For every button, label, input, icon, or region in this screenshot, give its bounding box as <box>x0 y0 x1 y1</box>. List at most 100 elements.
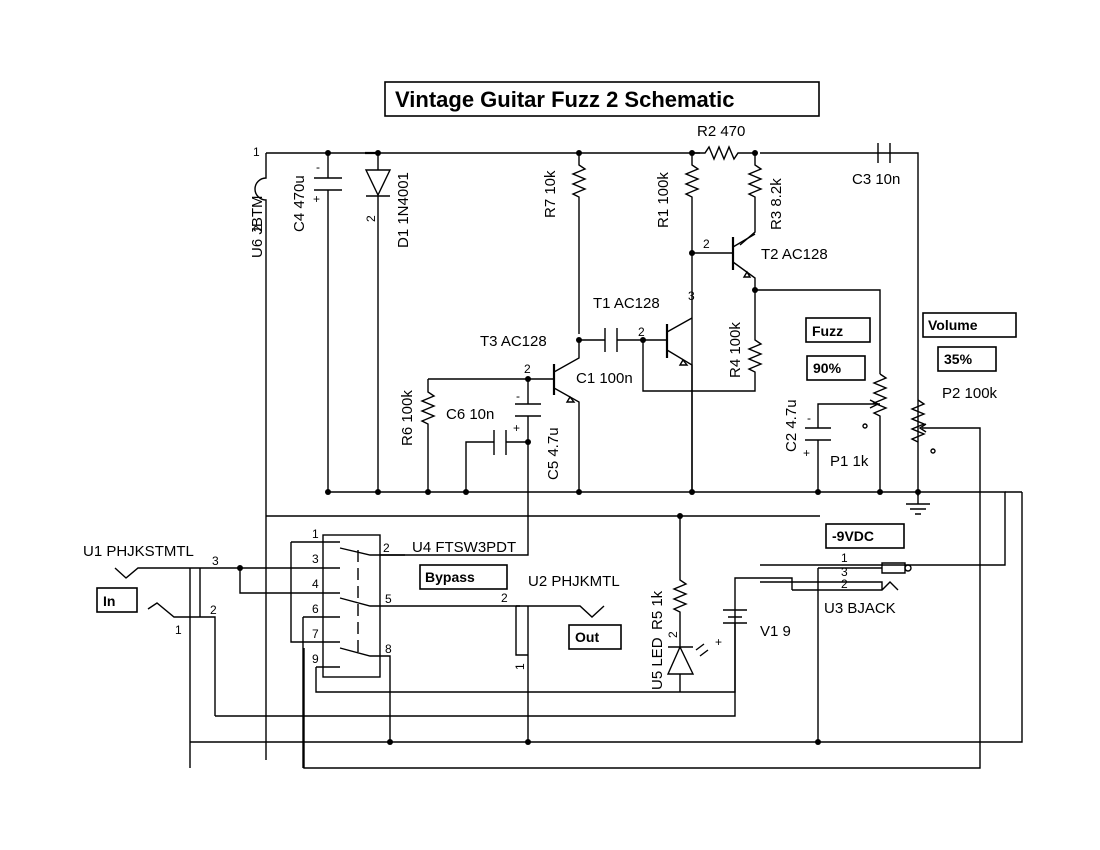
c3-label: C3 10n <box>852 171 900 188</box>
r7-label: R7 10k <box>542 170 559 218</box>
bypass-text: Bypass <box>425 569 475 585</box>
out-tag: Out <box>568 624 622 650</box>
r4-resistor: R4 100k <box>642 290 763 392</box>
v1-battery: + V1 9 <box>215 577 793 717</box>
u3-dc-jack[interactable]: 1 3 2 U3 BJACK <box>760 551 912 742</box>
c5-label: C5 4.7u <box>545 427 562 480</box>
pin-label: 3 <box>312 552 319 566</box>
in-text: In <box>103 593 115 609</box>
r7-resistor: R7 10k <box>542 150 587 334</box>
u3-barrel <box>818 562 906 574</box>
volume-text: Volume <box>928 317 978 333</box>
c1-symbol <box>579 328 643 352</box>
c6-capacitor: C6 10n <box>446 406 528 492</box>
v1-label: V1 9 <box>760 623 791 640</box>
r2-symbol <box>692 145 755 161</box>
c4-symbol <box>314 153 342 492</box>
volume-tag: Volume <box>922 312 1017 338</box>
t1-symbol <box>666 317 693 492</box>
c4-label: C4 470u <box>291 175 308 232</box>
led-light-icon <box>695 643 709 657</box>
u6-jbtm: 1 2 U6 JBTM <box>249 145 267 760</box>
fuzz-tag: Fuzz <box>805 317 871 343</box>
out-text: Out <box>575 629 599 645</box>
pin-label: 2 <box>524 362 531 376</box>
u4-footswitch[interactable]: U4 FTSW3PDT 1 2 3 4 5 6 7 8 9 <box>239 527 736 768</box>
p2-wiper[interactable] <box>918 423 927 433</box>
pin-label: 2 <box>251 225 265 232</box>
r1-resistor: R1 100k <box>655 150 700 492</box>
c6-symbol <box>465 430 528 492</box>
r6-resistor: R6 100k <box>399 379 436 492</box>
volume-value-tag[interactable]: 35% <box>937 346 997 372</box>
pin-label: 5 <box>385 592 392 606</box>
r3-symbol <box>739 153 763 246</box>
fuzz-value-tag[interactable]: 90% <box>806 355 866 381</box>
u2-output-jack[interactable]: U2 PHJKMTL 2 1 <box>501 573 620 742</box>
r7-symbol <box>571 153 587 334</box>
t1-label: T1 AC128 <box>593 295 660 312</box>
u2-tip <box>516 605 605 618</box>
p1-wiper[interactable] <box>869 399 880 409</box>
u5-symbol <box>666 645 695 692</box>
r3-resistor: R3 8.2k <box>739 150 785 246</box>
p2-potentiometer[interactable]: P2 100k <box>303 385 998 769</box>
r3-label: R3 8.2k <box>768 178 785 230</box>
r5-symbol <box>266 515 820 647</box>
u4-label: U4 FTSW3PDT <box>412 539 516 556</box>
u1-sleeve <box>147 602 200 618</box>
plus-sign: + <box>513 421 520 435</box>
minus-sign: - <box>316 160 320 174</box>
pin-label: 3 <box>212 554 219 568</box>
u2-label: U2 PHJKMTL <box>528 573 620 590</box>
bypass-tag: Bypass <box>419 564 508 590</box>
p1-potentiometer[interactable]: P1 1k <box>830 373 888 492</box>
pin-label: 1 <box>513 663 527 670</box>
t3-label: T3 AC128 <box>480 333 547 350</box>
r1-label: R1 100k <box>655 172 672 228</box>
plus-sign: + <box>715 635 722 649</box>
title-text: Vintage Guitar Fuzz 2 Schematic <box>395 87 734 112</box>
pin-label: 7 <box>312 627 319 641</box>
pin-label: 9 <box>312 652 319 666</box>
pin-label: 1 <box>175 623 182 637</box>
in-tag: In <box>96 587 138 613</box>
u1-input-jack[interactable]: U1 PHJKSTMTL 3 2 1 <box>83 543 240 768</box>
minus-sign: - <box>516 389 520 403</box>
u6-label: U6 JBTM <box>249 195 266 258</box>
r6-symbol <box>420 379 436 492</box>
pin-label: 2 <box>383 541 390 555</box>
title-frame <box>384 81 820 117</box>
pin-label: 1 <box>841 551 848 565</box>
r6-label: R6 100k <box>399 390 416 446</box>
t2-symbol <box>732 233 756 290</box>
power-text: -9VDC <box>832 528 874 544</box>
pin-label: 2 <box>703 237 710 251</box>
bottom-junctions <box>387 739 821 745</box>
wire-t2-p1 <box>755 289 881 374</box>
pin-label: 2 <box>638 325 645 339</box>
pin-label: 3 <box>841 565 848 579</box>
plus-sign: + <box>803 446 810 460</box>
power-tag: -9VDC <box>825 523 905 549</box>
r5-resistor: R5 1k <box>266 513 820 647</box>
pin-label: 1 <box>253 145 260 159</box>
p1-label: P1 1k <box>830 453 869 470</box>
t2-transistor: 2 T2 AC128 <box>692 233 828 293</box>
t2-label: T2 AC128 <box>761 246 828 263</box>
p1-symbol <box>872 373 888 492</box>
u1-tip <box>114 567 240 579</box>
r1-symbol <box>684 153 700 492</box>
c2-symbol <box>805 403 880 492</box>
p2-label: P2 100k <box>942 385 998 402</box>
c3-capacitor: C3 10n <box>852 143 900 188</box>
c1-capacitor: C1 100n <box>576 328 643 387</box>
plus-sign: + <box>313 192 320 206</box>
t1-transistor: 2 3 T1 AC128 <box>593 289 695 492</box>
title-block: Vintage Guitar Fuzz 2 Schematic <box>384 81 820 117</box>
p2-symbol <box>910 399 926 443</box>
fuzz-value: 90% <box>813 360 842 376</box>
pin-label: 2 <box>841 577 848 591</box>
ground-icon <box>906 492 930 515</box>
